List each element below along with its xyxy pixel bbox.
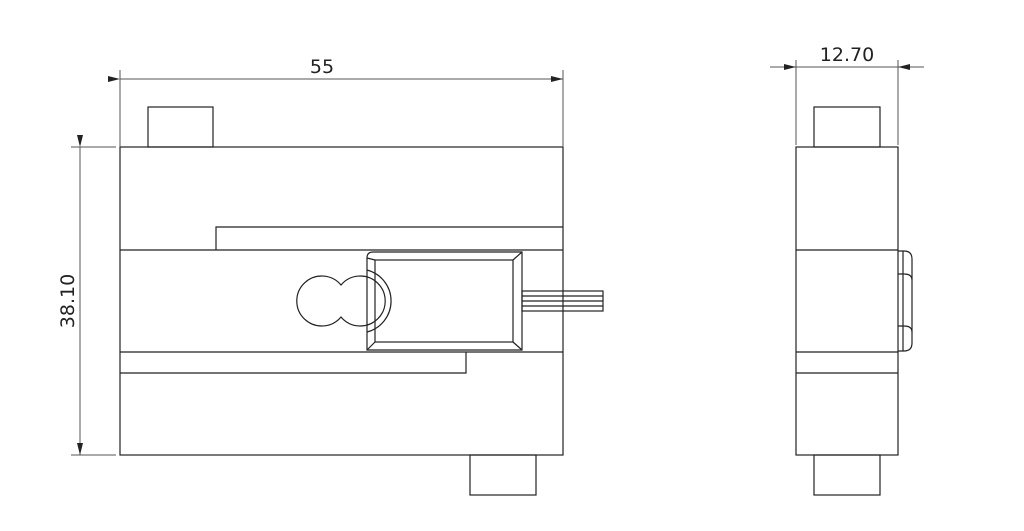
width-dimension-label: 55: [310, 56, 334, 78]
height-dimension-label: 38.10: [57, 274, 79, 328]
hole-arc: [366, 269, 392, 333]
binocular-hole: [296, 275, 386, 327]
front-body-outline: [119, 146, 564, 456]
gauge-pocket: [366, 251, 523, 351]
side-top-tab: [813, 106, 881, 148]
bottom-mounting-tab: [469, 454, 537, 496]
upper-step-line: [215, 226, 563, 250]
front-view: 55 38.10: [57, 56, 604, 496]
side-width-dimension-label: 12.70: [820, 44, 874, 66]
top-mounting-tab: [147, 106, 214, 148]
lower-step-line: [120, 352, 467, 374]
side-view: 12.70: [770, 44, 924, 496]
side-cable-boss: [898, 250, 913, 352]
side-body-outline: [795, 146, 899, 456]
cable-icon: [521, 290, 604, 312]
side-bottom-tab: [813, 454, 881, 496]
